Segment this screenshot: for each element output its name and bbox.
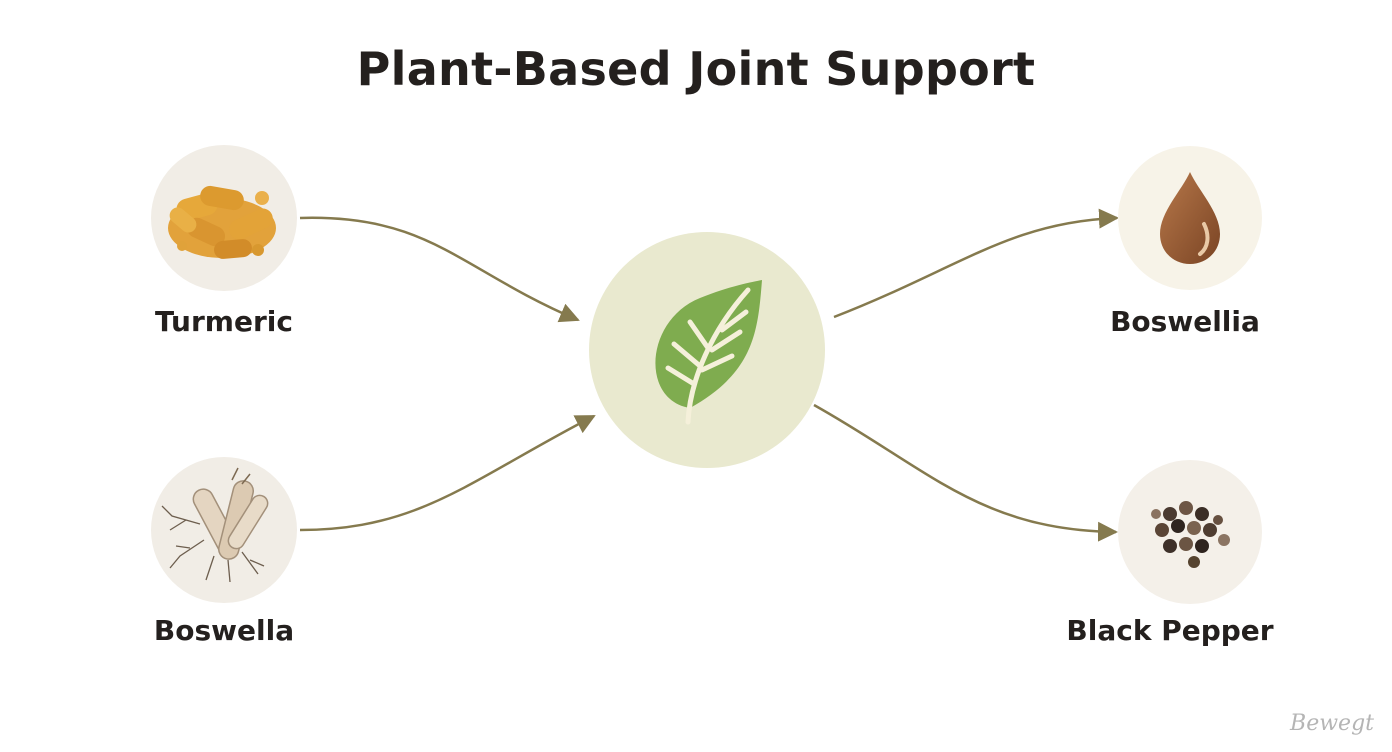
arrow-center-to-boswellia — [834, 218, 1117, 317]
arrow-center-to-black-pepper — [814, 405, 1116, 532]
turmeric-node — [151, 145, 297, 291]
black-pepper-node — [1118, 460, 1262, 604]
boswellia-node — [1118, 146, 1262, 290]
arrow-boswella-to-center — [300, 416, 594, 530]
boswellia-label: Boswellia — [1085, 305, 1285, 338]
arrow-turmeric-to-center — [300, 218, 578, 320]
center-node — [589, 232, 825, 468]
boswella-node — [151, 457, 297, 603]
signature-mark: Bewegt — [1290, 711, 1374, 736]
black-pepper-label: Black Pepper — [1050, 614, 1290, 647]
turmeric-label: Turmeric — [124, 305, 324, 338]
boswella-label: Boswella — [124, 614, 324, 647]
